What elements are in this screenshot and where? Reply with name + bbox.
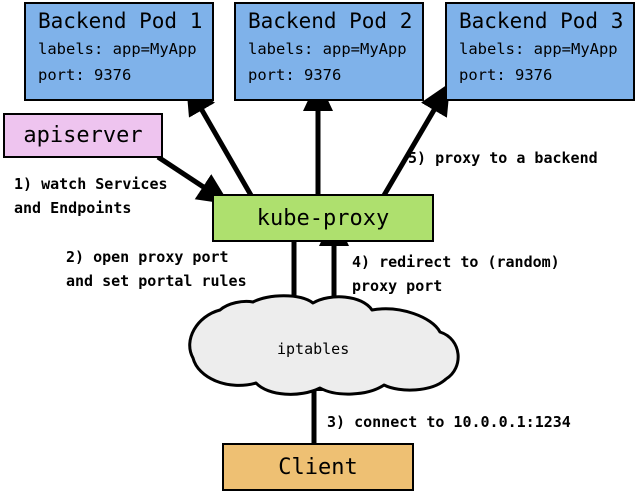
- step-1-label-line2: and Endpoints: [14, 199, 132, 217]
- backend-pod-3-box: Backend Pod 3 labels: app=MyApp port: 93…: [445, 2, 635, 101]
- step-5-label: 5) proxy to a backend: [408, 149, 598, 167]
- client-box: Client: [222, 443, 414, 491]
- backend-pod-2-labels: labels: app=MyApp: [248, 40, 407, 58]
- step-1-label-line1: 1) watch Services: [14, 175, 168, 193]
- step-2-label-line2: and set portal rules: [66, 272, 247, 290]
- step-4-label-line1: 4) redirect to (random): [352, 253, 560, 271]
- backend-pod-2-box: Backend Pod 2 labels: app=MyApp port: 93…: [234, 2, 424, 101]
- client-label: Client: [278, 454, 358, 480]
- backend-pod-2-port: port: 9376: [248, 66, 342, 84]
- step-4-label-line2: proxy port: [352, 277, 443, 295]
- backend-pod-2-title: Backend Pod 2: [248, 9, 413, 33]
- iptables-label: iptables: [277, 340, 350, 358]
- arrow-kubeproxy-to-pod1: [186, 82, 255, 199]
- backend-pod-1-box: Backend Pod 1 labels: app=MyApp port: 93…: [24, 2, 214, 101]
- backend-pod-1-labels: labels: app=MyApp: [38, 40, 197, 58]
- kube-proxy-label: kube-proxy: [256, 205, 390, 231]
- backend-pod-1-title: Backend Pod 1: [38, 9, 203, 33]
- step-2-label-line1: 2) open proxy port: [66, 248, 229, 266]
- backend-pod-1-port: port: 9376: [38, 66, 132, 84]
- backend-pod-3-port: port: 9376: [459, 66, 553, 84]
- apiserver-label: apiserver: [23, 123, 143, 148]
- backend-pod-3-labels: labels: app=MyApp: [459, 40, 618, 58]
- apiserver-box: apiserver: [3, 113, 163, 158]
- step-3-label: 3) connect to 10.0.0.1:1234: [327, 413, 571, 431]
- arrow-kubeproxy-to-pod3: [380, 82, 451, 199]
- kube-proxy-box: kube-proxy: [212, 194, 434, 242]
- iptables-cloud-shape: [188, 294, 460, 396]
- arrow-apiserver-to-kubeproxy: [156, 154, 230, 205]
- backend-pod-3-title: Backend Pod 3: [459, 9, 624, 33]
